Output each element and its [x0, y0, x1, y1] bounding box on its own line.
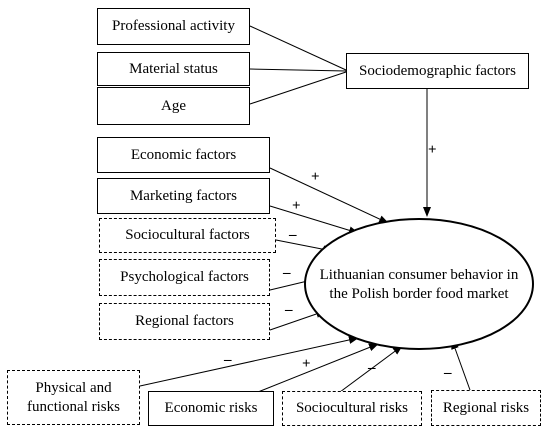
node-economic-factors-label: Economic factors — [130, 146, 237, 163]
node-physical-functional-risks: Physical and functional risks — [7, 370, 140, 425]
node-regional-risks-label: Regional risks — [442, 399, 530, 416]
node-sociocultural-factors: Sociocultural factors — [99, 218, 276, 253]
node-regional-risks: Regional risks — [431, 390, 541, 426]
node-sociocultural-risks: Sociocultural risks — [282, 391, 422, 426]
node-physical-functional-risks-label: Physical and functional risks — [27, 379, 120, 415]
node-sociodemographic-factors-label: Sociodemographic factors — [358, 62, 517, 79]
sign-economic-factors: + — [311, 169, 320, 185]
node-economic-risks: Economic risks — [148, 391, 274, 426]
node-psychological-factors: Psychological factors — [99, 259, 270, 296]
sign-psychological-factors: – — [283, 265, 291, 281]
node-age: Age — [97, 87, 250, 125]
node-sociodemographic-factors: Sociodemographic factors — [346, 53, 529, 89]
sign-regional-risks: – — [444, 365, 452, 381]
node-economic-risks-label: Economic risks — [164, 400, 258, 417]
central-behavior-label: Lithuanian consumer behavior in the Poli… — [319, 266, 519, 303]
sign-marketing-factors: + — [292, 198, 301, 214]
arrow-marketing-factors — [269, 205, 359, 235]
node-sociocultural-risks-label: Sociocultural risks — [295, 400, 409, 417]
node-professional-activity: Professional activity — [97, 8, 250, 45]
arrow-economic-risks — [257, 343, 379, 393]
connector-professional-activity — [249, 25, 347, 71]
sign-economic-risks: + — [302, 356, 311, 372]
sign-sociocultural-factors: – — [289, 227, 297, 243]
sign-sociodemographic: + — [428, 142, 437, 158]
node-psychological-factors-label: Psychological factors — [120, 269, 249, 286]
central-behavior-ellipse — [304, 218, 534, 350]
node-material-status: Material status — [97, 52, 250, 86]
node-sociocultural-factors-label: Sociocultural factors — [125, 227, 250, 244]
arrow-physical-functional-risks — [139, 336, 359, 387]
sign-regional-factors: – — [285, 302, 293, 318]
node-age-label: Age — [161, 97, 186, 114]
node-professional-activity-label: Professional activity — [112, 18, 235, 35]
arrow-regional-risks — [451, 339, 471, 391]
connector-material-status — [249, 68, 347, 72]
node-regional-factors: Regional factors — [99, 303, 270, 340]
arrow-economic-factors — [269, 167, 389, 224]
node-regional-factors-label: Regional factors — [135, 313, 234, 330]
sign-sociocultural-risks: – — [368, 360, 376, 376]
node-marketing-factors: Marketing factors — [97, 178, 270, 214]
node-economic-factors: Economic factors — [97, 137, 270, 173]
node-marketing-factors-label: Marketing factors — [129, 187, 238, 204]
arrow-sociocultural-risks — [339, 345, 403, 393]
node-material-status-label: Material status — [129, 60, 218, 77]
sign-physical-functional-risks: – — [224, 352, 232, 368]
connector-age — [249, 71, 347, 105]
arrow-regional-factors — [269, 310, 326, 331]
